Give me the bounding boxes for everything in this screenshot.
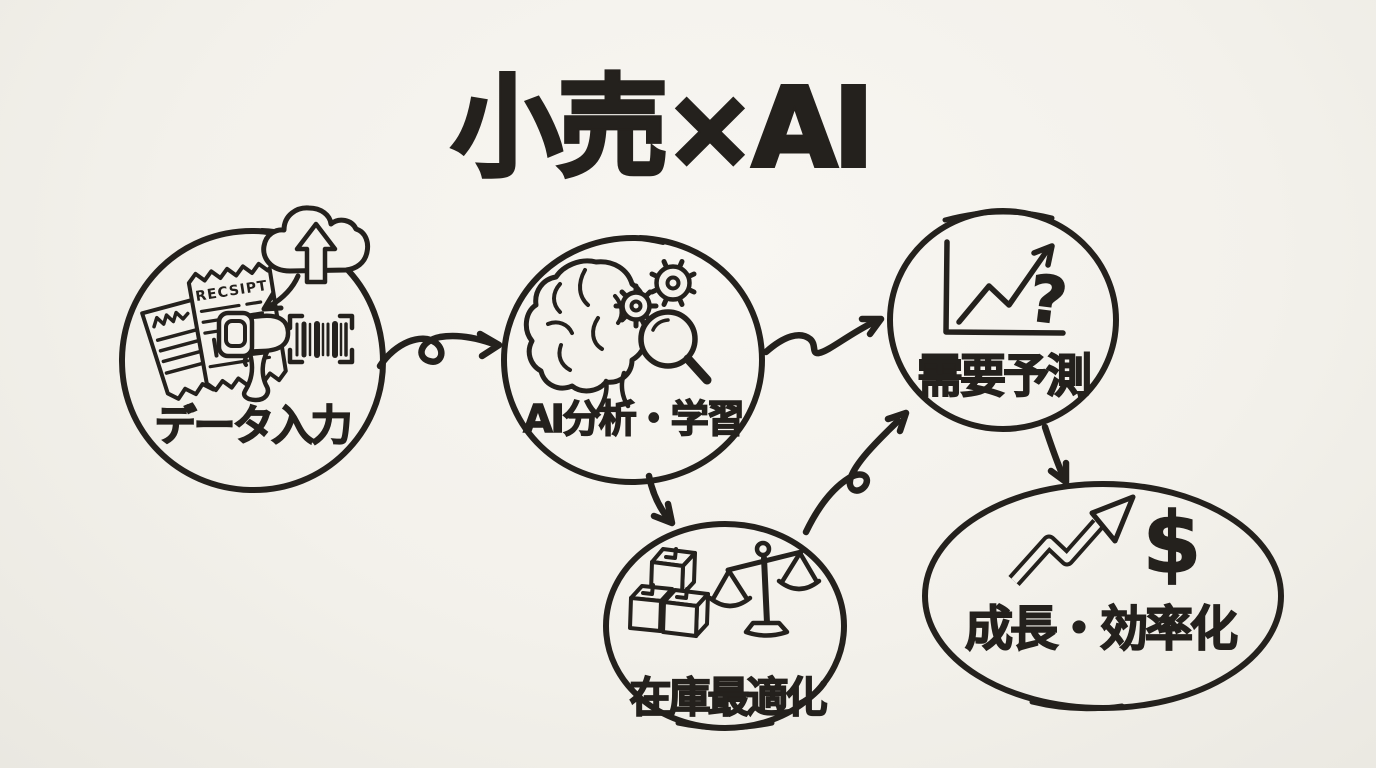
- growth-zigzag-arrow-icon: [1008, 494, 1136, 587]
- brain-stem: [595, 370, 631, 414]
- arrow-ai-analysis-to-demand-forecast: [762, 315, 885, 357]
- dollar-sign-icon: $: [1143, 494, 1201, 592]
- barcode-brackets: [287, 313, 355, 365]
- brain-icon: [523, 258, 649, 414]
- scale-pan-right: [776, 550, 822, 592]
- arrowhead: [476, 330, 503, 360]
- node-label-data-input: データ入力: [154, 401, 349, 450]
- upload-arrow: [294, 221, 338, 285]
- cloud-upload-icon: [261, 205, 371, 285]
- node-circle-overlap-stroke: [942, 209, 1055, 223]
- node-label-ai-analysis: AI分析・学習: [523, 397, 743, 441]
- node-circle-overlap-stroke: [675, 720, 775, 731]
- node-label-growth-efficiency: 成長・効率化: [965, 601, 1237, 657]
- arrow-data-input-to-ai-analysis: [376, 330, 503, 370]
- chart-axes: [943, 239, 1066, 336]
- arrowhead: [1047, 459, 1070, 486]
- cloud-to-scanner-arrow: [261, 273, 301, 312]
- arrowhead: [884, 409, 910, 435]
- node-data-input: RECSIPT: [118, 205, 386, 494]
- node-demand-forecast: ? 需要予測: [887, 208, 1119, 432]
- arrow-demand-forecast-to-growth-efficiency: [1041, 423, 1070, 486]
- node-ellipse-overlap-stroke: [1029, 699, 1125, 712]
- node-growth-efficiency: $ 成長・効率化: [922, 481, 1284, 712]
- arrowhead: [650, 500, 676, 527]
- arrowhead: [1089, 494, 1136, 544]
- arrowhead: [261, 291, 284, 312]
- lens-highlight: [651, 318, 670, 332]
- barcode-scanner-icon: [216, 310, 291, 403]
- question-mark-icon: ?: [1025, 262, 1071, 340]
- brain-folds: [546, 268, 624, 372]
- trend-chart-icon: [943, 239, 1066, 336]
- arrow-inventory-optimization-to-demand-forecast: [802, 409, 910, 536]
- node-label-inventory-optimization: 在庫最適化: [629, 673, 827, 722]
- receipt-scribble-title: [152, 310, 190, 329]
- diagram-title: 小売×AI: [452, 64, 870, 192]
- box-bottom-left: [628, 583, 674, 633]
- scale-base: [743, 620, 790, 638]
- arrowhead: [858, 315, 885, 338]
- scale-post: [761, 555, 770, 626]
- chart-trend-line: [956, 249, 1049, 325]
- cardboard-boxes-icon: [628, 547, 710, 638]
- barcode-icon: [287, 313, 355, 365]
- scale-pan-left: [707, 568, 753, 609]
- node-circle: [501, 234, 765, 485]
- node-label-demand-forecast: 需要予測: [917, 349, 1090, 403]
- node-ai-analysis: AI分析・学習: [501, 234, 765, 485]
- scanner-trigger: [242, 354, 249, 367]
- node-inventory-optimization: 在庫最適化: [603, 521, 847, 731]
- arrowhead: [1031, 243, 1055, 268]
- gears-icon: [613, 259, 697, 329]
- node-circle: [118, 227, 386, 494]
- balance-scale-icon: [707, 540, 822, 638]
- magnifying-glass-icon: [638, 309, 712, 385]
- magnifier-handle: [683, 354, 712, 385]
- barcode-bars: [295, 321, 348, 358]
- box-bottom-right: [661, 587, 710, 638]
- node-circle: [887, 208, 1119, 432]
